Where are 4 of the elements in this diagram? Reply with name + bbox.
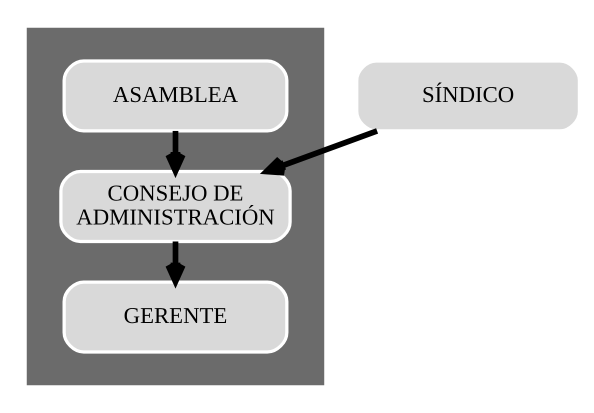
- node-box: CONSEJO DE ADMINISTRACIÓN: [59, 170, 292, 244]
- node-box: GERENTE: [62, 280, 288, 354]
- cluster: [26, 28, 324, 386]
- node-box: ASAMBLEA: [62, 59, 288, 133]
